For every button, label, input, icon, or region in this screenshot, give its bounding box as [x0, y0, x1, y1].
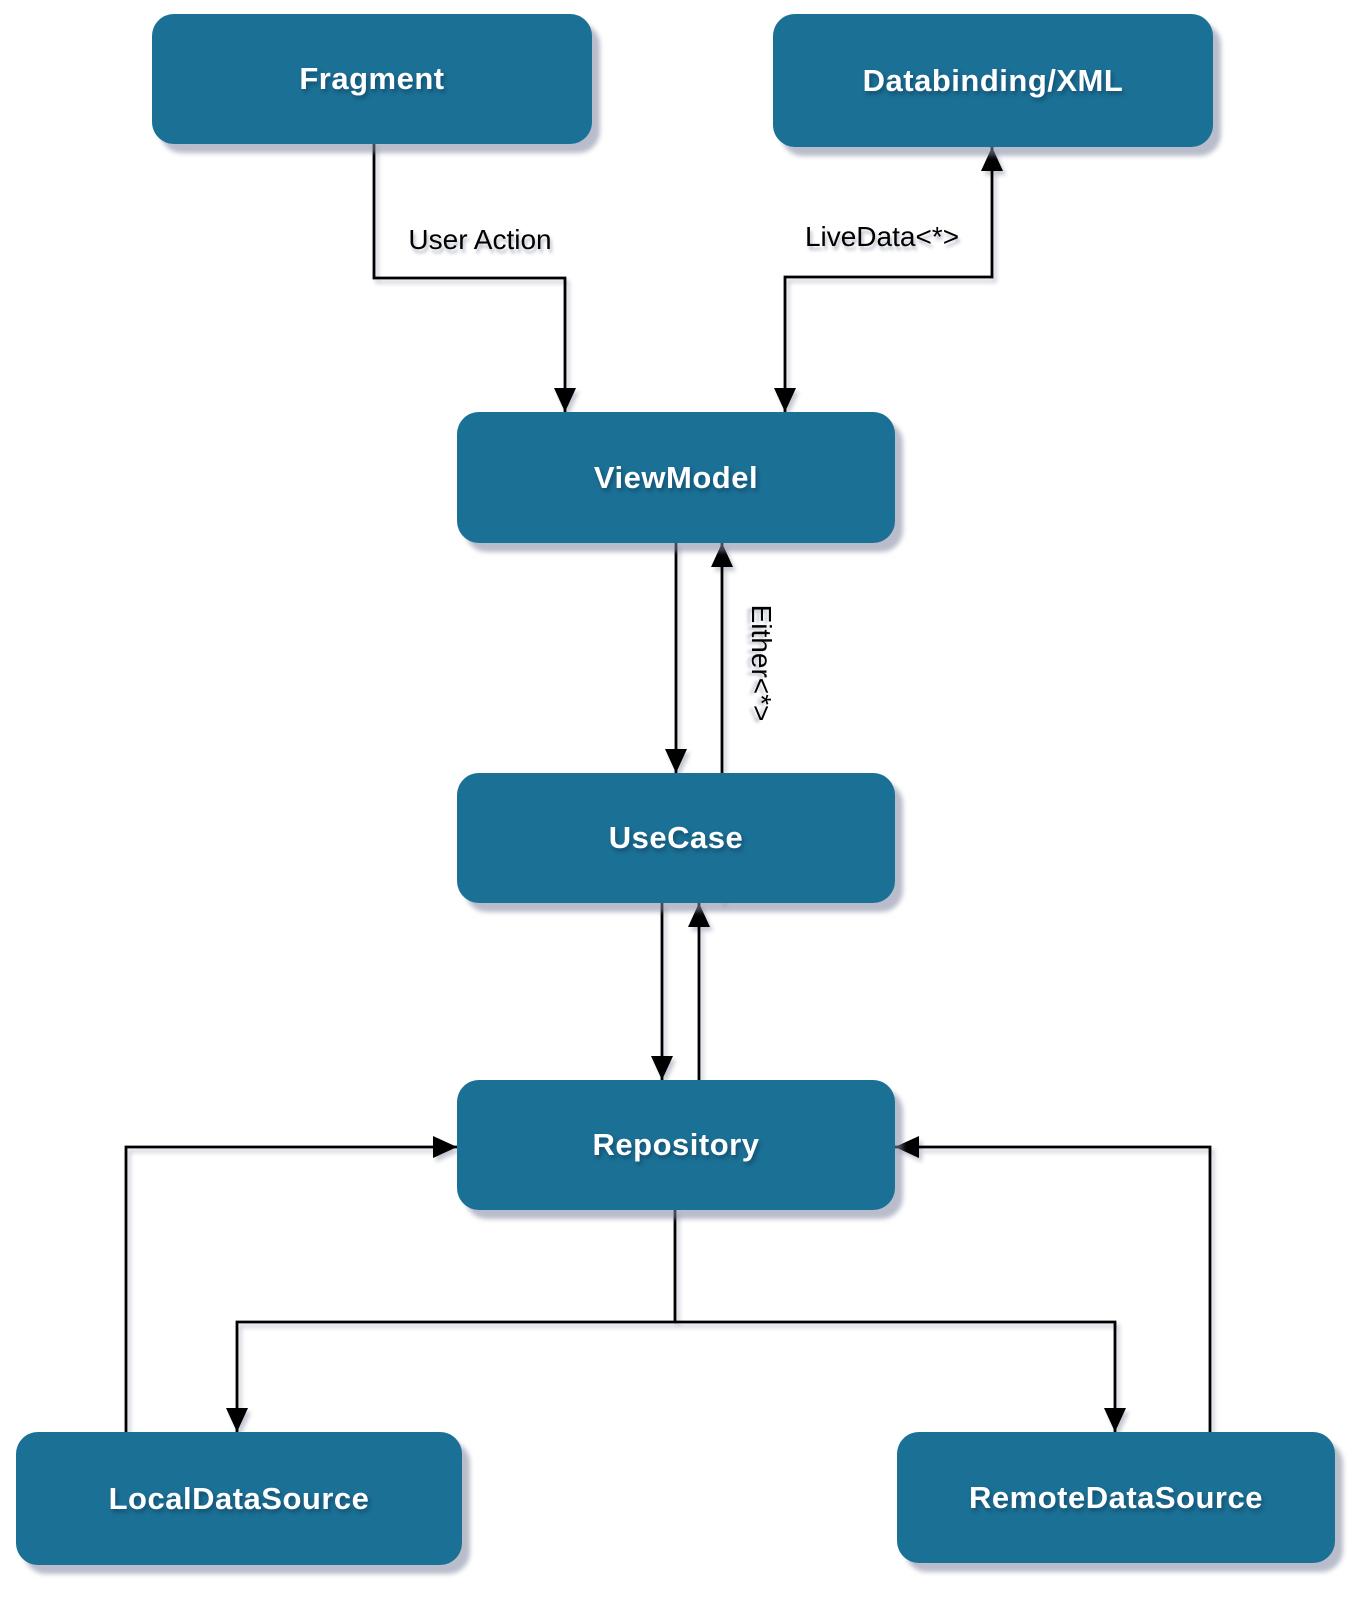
node-usecase-label: UseCase — [608, 820, 744, 855]
edge-label-livedata: LiveData<*> — [804, 221, 960, 252]
node-fragment: Fragment — [152, 14, 592, 144]
node-repository: Repository — [457, 1080, 895, 1210]
node-databinding-xml: Databinding/XML — [773, 14, 1213, 147]
edge-viewmodel-databinding-bidirectional — [774, 147, 1003, 412]
node-localdatasource-label: LocalDataSource — [108, 1480, 370, 1516]
node-repository-label: Repository — [592, 1127, 760, 1162]
edge-label-either: Either<*> — [746, 604, 777, 722]
node-viewmodel: ViewModel — [457, 412, 895, 543]
edge-label-user-action: User Action — [408, 224, 552, 255]
node-remotedatasource: RemoteDataSource — [897, 1432, 1335, 1563]
node-fragment-label: Fragment — [299, 61, 445, 96]
node-localdatasource: LocalDataSource — [16, 1432, 462, 1565]
node-remotedatasource-label: RemoteDataSource — [969, 1479, 1263, 1515]
node-usecase: UseCase — [457, 773, 895, 903]
node-databinding-xml-label: Databinding/XML — [862, 62, 1124, 98]
edge-fragment-to-viewmodel — [372, 144, 576, 412]
edge-repository-to-localdatasource — [226, 1210, 677, 1432]
edge-remotedatasource-to-repository — [895, 1136, 1212, 1432]
edge-repository-to-remotedatasource — [675, 1320, 1126, 1432]
node-viewmodel-label: ViewModel — [593, 459, 759, 495]
edge-localdatasource-to-repository — [124, 1136, 457, 1432]
